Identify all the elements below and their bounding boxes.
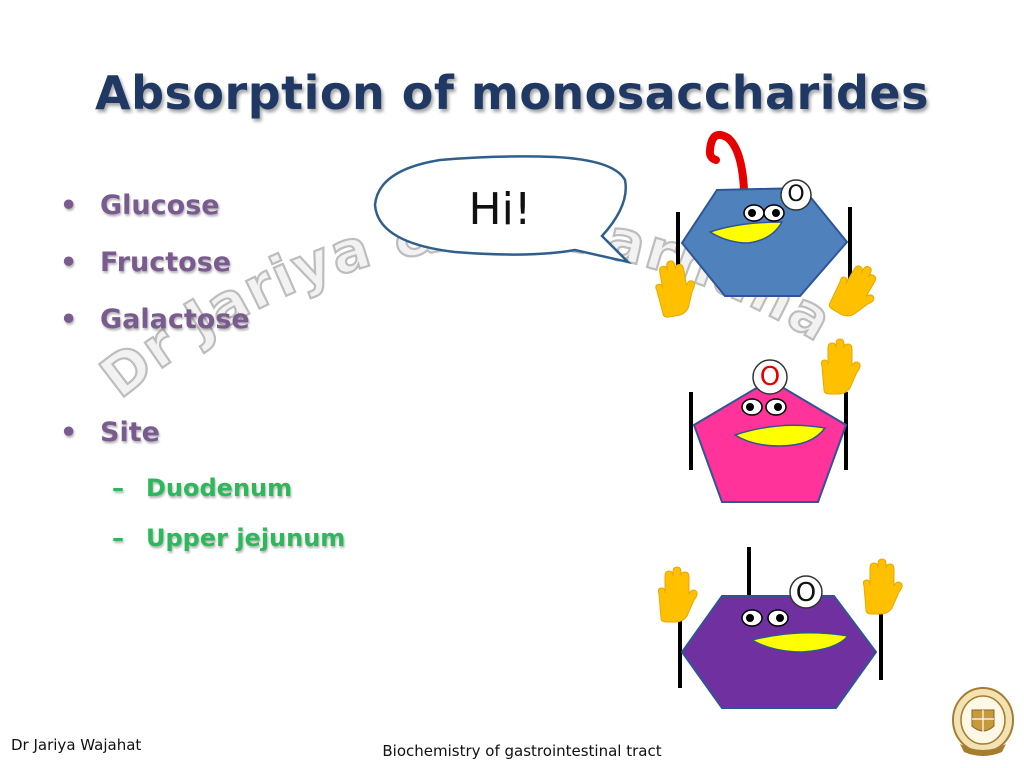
bullet-marker: •	[60, 417, 78, 448]
footer-course: Biochemistry of gastrointestinal tract	[382, 742, 662, 760]
bullet-item: • Galactose	[60, 304, 250, 361]
oxygen-circle	[780, 179, 812, 211]
glucose-molecule	[651, 179, 888, 326]
speech-bubble-text: Hi!	[468, 184, 532, 235]
oxygen-label: O	[787, 182, 805, 207]
bullet-marker: •	[60, 190, 78, 221]
hand-icon	[862, 558, 903, 615]
sub-bullet-list: –Duodenum –Upper jejunum	[112, 474, 345, 574]
eyes-icon	[743, 204, 785, 222]
oxygen-label: O	[795, 578, 817, 608]
footer-author: Dr Jariya Wajahat	[11, 736, 142, 754]
bullet-marker: •	[60, 247, 78, 278]
slide-title: Absorption of monosaccharides	[95, 66, 929, 120]
bullet-list: • Glucose • Fructose • Galactose • Site	[60, 190, 250, 474]
hook-icon	[705, 131, 748, 194]
hand-icon	[651, 257, 700, 319]
sub-bullet-label: Duodenum	[146, 474, 293, 502]
eyes-icon	[741, 609, 789, 627]
bullet-label: Glucose	[100, 190, 220, 221]
hexagon-shape	[680, 595, 878, 709]
hexagon-shape	[680, 186, 849, 297]
fructose-molecule	[689, 338, 861, 503]
hand-icon	[825, 257, 888, 326]
sub-bullet-label: Upper jejunum	[146, 524, 346, 552]
bullet-marker: •	[60, 304, 78, 335]
bullet-label: Site	[100, 417, 160, 448]
bullet-label: Galactose	[100, 304, 250, 335]
oxygen-label: O	[759, 362, 781, 392]
oxygen-circle	[789, 575, 823, 609]
oxygen-circle	[752, 359, 788, 395]
hand-icon	[820, 338, 861, 395]
sub-bullet-item: –Upper jejunum	[112, 524, 345, 574]
dash-marker: –	[112, 474, 124, 502]
hand-icon	[657, 566, 698, 623]
speech-bubble	[373, 155, 632, 265]
dash-marker: –	[112, 524, 124, 552]
bullet-item: • Fructose	[60, 247, 250, 304]
sub-bullet-item: –Duodenum	[112, 474, 345, 524]
institution-logo	[952, 687, 1014, 756]
bullet-label: Fructose	[100, 247, 232, 278]
eyes-icon	[741, 398, 787, 416]
galactose-molecule	[657, 547, 903, 709]
bullet-item: • Glucose	[60, 190, 250, 247]
bullet-item: • Site	[60, 417, 250, 474]
